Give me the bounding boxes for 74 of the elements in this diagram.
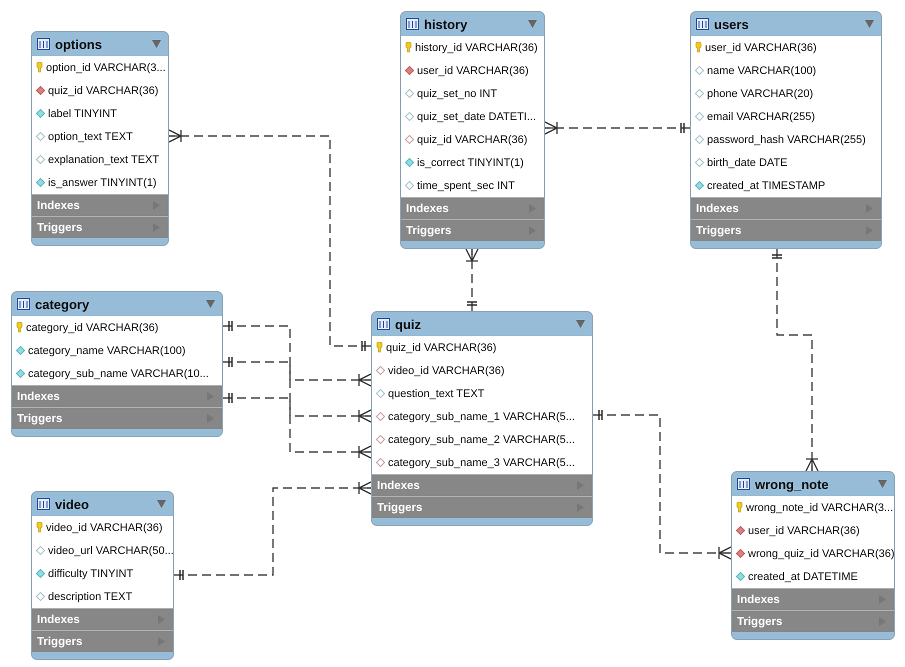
column-name: is_answer TINYINT(1): [48, 176, 157, 188]
relationship-line: [223, 357, 372, 423]
section-label: Indexes: [737, 594, 780, 606]
column-name: quiz_set_date DATETI...: [417, 110, 536, 122]
section-label: Triggers: [737, 616, 782, 628]
column-name: category_name VARCHAR(100): [28, 344, 186, 356]
section-label: Indexes: [37, 200, 80, 212]
table-box: [400, 11, 545, 249]
column-name: wrong_quiz_id VARCHAR(36): [748, 548, 894, 560]
relationship-line: [168, 129, 371, 351]
relationship-line: [223, 321, 372, 387]
section-label: Triggers: [696, 224, 742, 236]
column-name: time_spent_sec INT: [417, 180, 515, 192]
column-name: question_text TEXT: [388, 388, 484, 400]
section-label: Triggers: [406, 224, 452, 236]
column-name: description TEXT: [48, 590, 132, 602]
column-name: wrong_note_id VARCHAR(3...: [746, 502, 894, 514]
column-name: quiz_id VARCHAR(36): [417, 134, 528, 146]
column-name: password_hash VARCHAR(255): [707, 134, 866, 146]
section-label: Indexes: [377, 480, 420, 492]
column-name: quiz_id VARCHAR(36): [48, 84, 158, 96]
column-name: video_url VARCHAR(50...: [48, 544, 173, 556]
column-name: user_id VARCHAR(36): [417, 64, 529, 76]
section-label: Indexes: [37, 614, 80, 626]
relationship-line: [465, 248, 479, 311]
table-title: video: [55, 496, 89, 512]
relationship-line: [174, 481, 372, 580]
column-name: explanation_text TEXT: [48, 154, 160, 166]
relationship-line: [593, 410, 732, 560]
table-box: [31, 491, 174, 660]
column-name: quiz_id VARCHAR(36): [386, 342, 496, 354]
column-name: video_id VARCHAR(36): [388, 364, 505, 376]
relationship-line: [544, 121, 690, 135]
column-name: is_correct TINYINT(1): [417, 156, 524, 168]
column-name: name VARCHAR(100): [707, 64, 816, 76]
section-label: Triggers: [37, 222, 82, 234]
column-name: quiz_set_no INT: [417, 88, 498, 100]
column-name: created_at TIMESTAMP: [707, 180, 826, 192]
table-title: history: [424, 16, 468, 32]
table-box: [31, 31, 169, 246]
relationship-line: [772, 249, 819, 472]
column-name: category_sub_name_2 VARCHAR(5...: [388, 434, 575, 446]
column-name: birth_date DATE: [707, 156, 788, 168]
column-name: option_id VARCHAR(3...: [46, 62, 166, 74]
table-box: [731, 471, 895, 640]
column-name: difficulty TINYINT: [48, 568, 134, 580]
column-name: phone VARCHAR(20): [707, 88, 814, 100]
table-title: options: [55, 36, 102, 52]
table-box: [371, 311, 593, 526]
section-label: Indexes: [17, 390, 60, 402]
section-label: Triggers: [17, 412, 62, 424]
column-name: video_id VARCHAR(36): [46, 522, 163, 534]
table-title: wrong_note: [755, 476, 829, 492]
table-title: users: [714, 16, 749, 32]
relationship-line: [223, 393, 372, 459]
column-name: history_id VARCHAR(36): [415, 42, 538, 54]
column-name: user_id VARCHAR(36): [705, 42, 817, 54]
section-label: Indexes: [696, 202, 739, 214]
table-title: quiz: [395, 316, 421, 332]
table-box: [11, 291, 223, 437]
section-label: Indexes: [406, 202, 449, 214]
table-box: [690, 11, 882, 249]
column-name: category_id VARCHAR(36): [26, 322, 158, 334]
section-label: Triggers: [37, 636, 82, 648]
column-name: category_sub_name_1 VARCHAR(5...: [388, 410, 575, 422]
column-name: user_id VARCHAR(36): [748, 524, 860, 536]
column-name: created_at DATETIME: [748, 570, 858, 582]
column-name: category_sub_name VARCHAR(10...: [28, 368, 209, 380]
column-name: label TINYINT: [48, 108, 117, 120]
column-name: category_sub_name_3 VARCHAR(5...: [388, 456, 575, 468]
column-name: option_text TEXT: [48, 130, 133, 142]
table-title: category: [35, 296, 90, 312]
section-label: Triggers: [377, 502, 422, 514]
column-name: email VARCHAR(255): [707, 110, 815, 122]
